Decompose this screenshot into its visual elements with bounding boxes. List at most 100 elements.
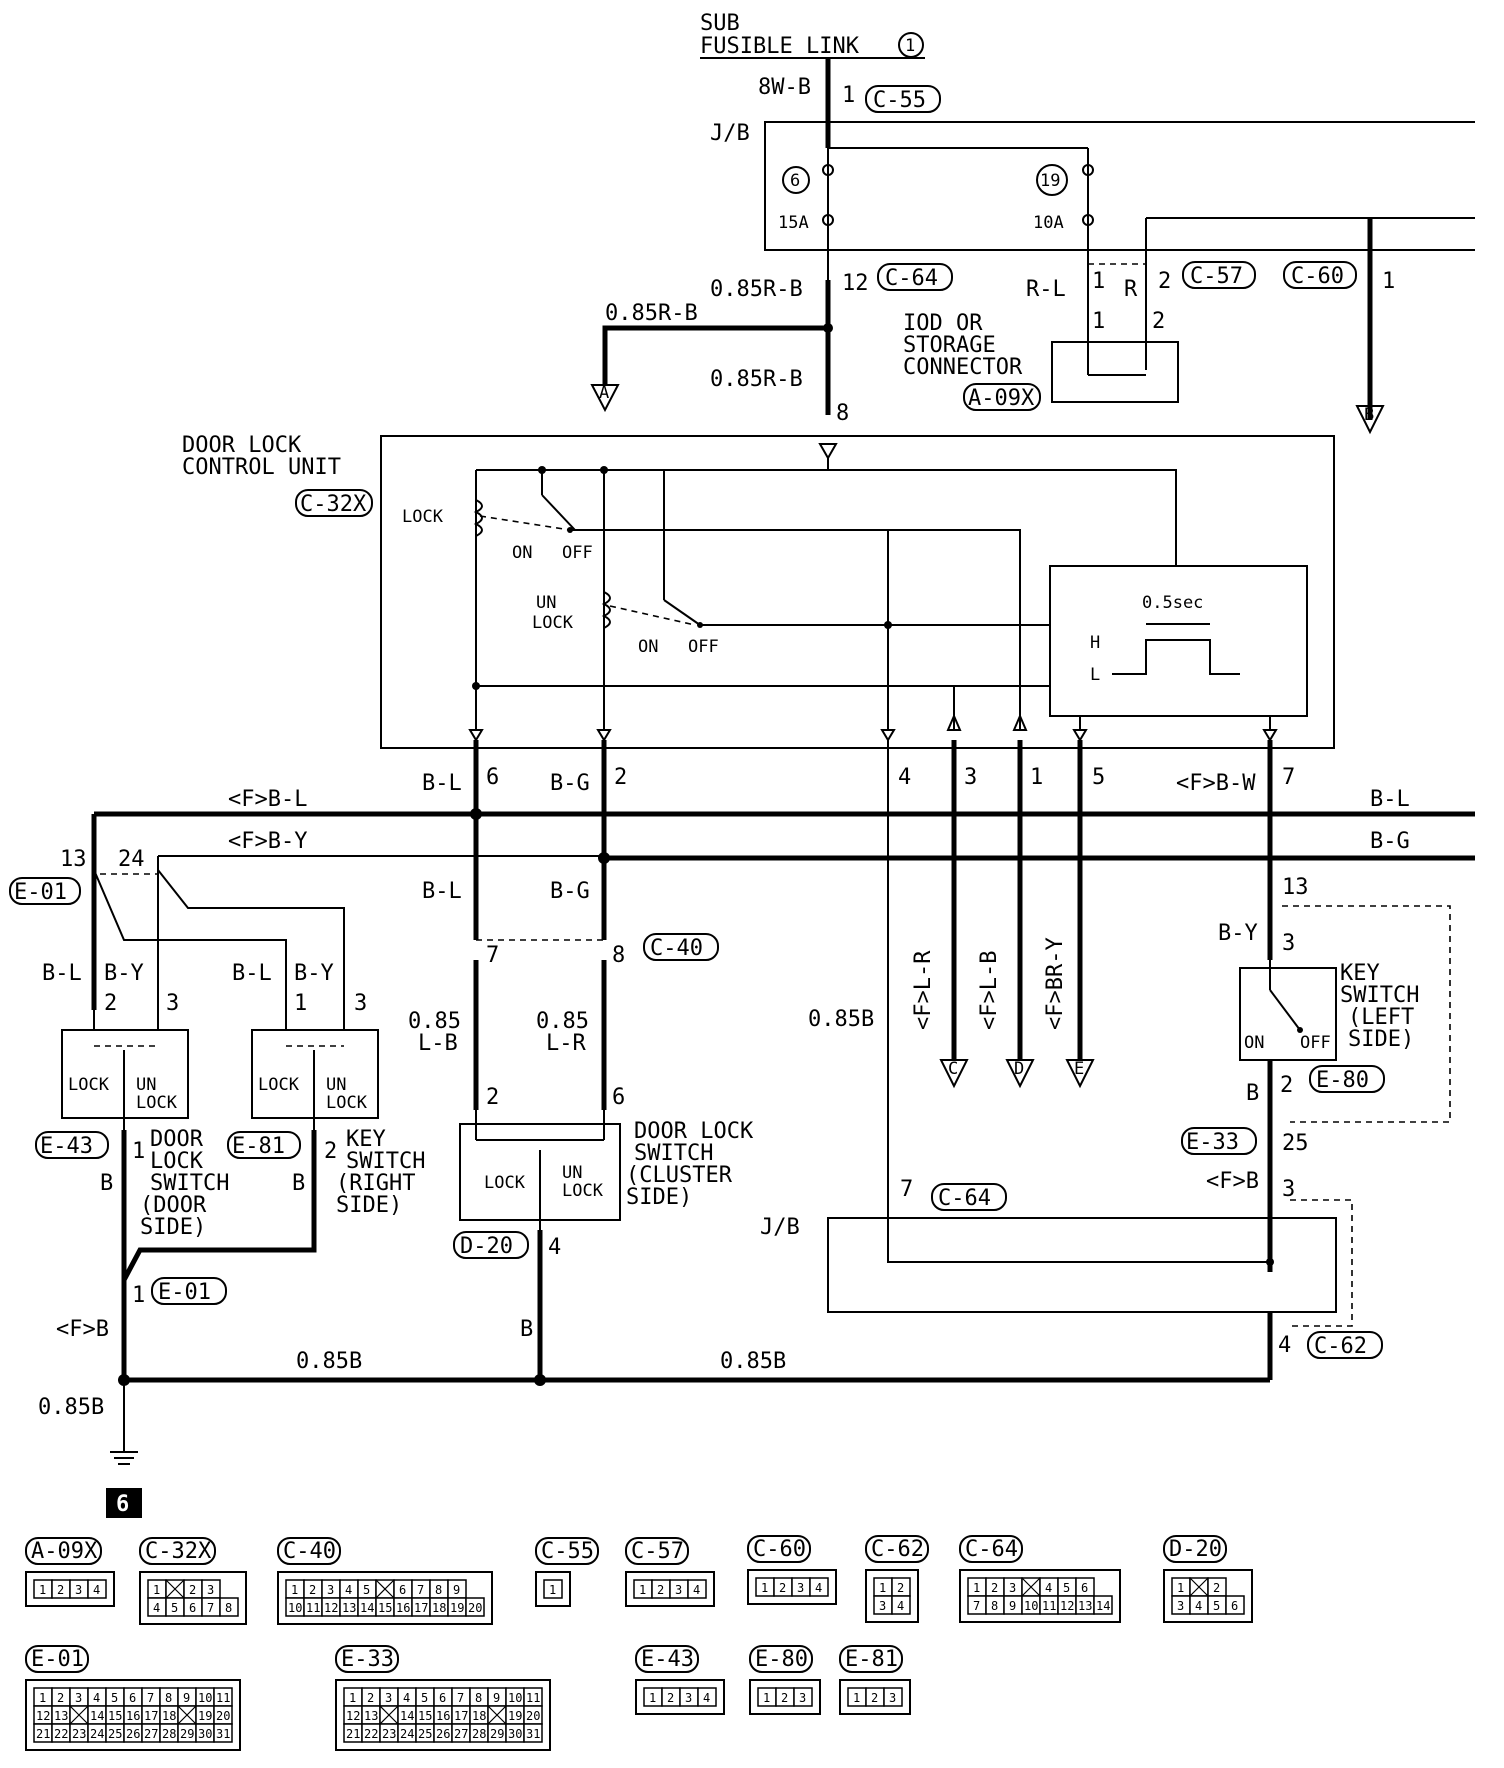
legend-label: C-40 (283, 1539, 336, 1564)
legend-pin-number: 1 (1177, 1581, 1184, 1595)
wire-label-085rb-c: 0.85R-B (710, 367, 803, 392)
wire-label-bg-b: B-G (550, 879, 590, 904)
ksl-label-1: KEY (1340, 961, 1380, 986)
sw-cluster-un: UN (562, 1163, 582, 1183)
legend-pin-number: 18 (162, 1709, 176, 1723)
legend-pin-number: 11 (526, 1691, 540, 1705)
sw-door-lock: LOCK (68, 1075, 110, 1095)
wire-label-bl-b: B-L (422, 879, 462, 904)
legend-connector-c-55: C-551 (535, 1537, 599, 1607)
legend-pin-number: 28 (162, 1727, 176, 1741)
legend-pin-number: 8 (475, 1691, 482, 1705)
pin-c64-7: 7 (900, 1177, 913, 1202)
pin-c40-7: 7 (486, 943, 499, 968)
terminal-b: B (1364, 405, 1374, 425)
legend-pin-number: 24 (90, 1727, 104, 1741)
ksl-label-2: SWITCH (1340, 983, 1419, 1008)
legend-pin-cell (687, 1579, 707, 1599)
legend-pin-cell (891, 1595, 911, 1615)
pin-e01-1: 1 (132, 1283, 145, 1308)
legend-pin-number: 3 (327, 1583, 334, 1597)
legend-pin-number: 1 (853, 1691, 860, 1705)
fuse-6-number: 6 (790, 171, 800, 191)
legend-pin-number: 4 (693, 1583, 700, 1597)
legend-pin-number: 10 (288, 1601, 302, 1615)
legend-pin-number: 2 (667, 1691, 674, 1705)
sw-right-unlock: LOCK (326, 1093, 368, 1113)
legend-label: C-60 (753, 1537, 806, 1562)
legend-pin-number: 4 (93, 1583, 100, 1597)
legend-pin-number: 31 (216, 1727, 230, 1741)
legend-pin-number: 4 (345, 1583, 352, 1597)
legend-label: E-80 (755, 1647, 808, 1672)
legend-pin-number: 3 (1009, 1581, 1016, 1595)
legend-pin-number: 8 (991, 1599, 998, 1613)
sw-door-unlock: LOCK (136, 1093, 178, 1113)
legend-pin-number: 1 (39, 1583, 46, 1597)
relay-unlock-on: ON (638, 637, 658, 657)
wire-label-085b-right: 0.85B (720, 1349, 786, 1374)
sw-right-lock: LOCK (258, 1075, 300, 1095)
wire-label-lr-2: L-R (546, 1031, 586, 1056)
dlcu-label-1: DOOR LOCK (182, 433, 302, 458)
legend-pin-number: 12 (324, 1601, 338, 1615)
legend-pin-cell (543, 1579, 563, 1599)
pin-c55-1: 1 (842, 83, 855, 108)
wire-label-by-c: B-Y (104, 961, 144, 986)
pin-iod-2: 2 (1152, 309, 1165, 334)
pin-e81-1: 1 (294, 991, 307, 1016)
wire-label-b-cluster: B (520, 1317, 533, 1342)
legend-pin-number: 1 (349, 1691, 356, 1705)
pin-e43-1: 1 (132, 1139, 145, 1164)
legend-pin-cell (697, 1687, 717, 1707)
terminal-d-arrow (1005, 1059, 1035, 1089)
legend-pin-number: 12 (346, 1709, 360, 1723)
legend-pin-number: 1 (649, 1691, 656, 1705)
legend-pin-number: 7 (457, 1691, 464, 1705)
connector-tag-e81: E-81 (232, 1134, 285, 1159)
legend-pin-number: 11 (306, 1601, 320, 1615)
legend-pin-number: 16 (126, 1709, 140, 1723)
sw-cluster-unlock: LOCK (562, 1181, 604, 1201)
pin-13: 13 (60, 847, 87, 872)
pin-7: 7 (1282, 765, 1295, 790)
terminal-c: C (948, 1059, 958, 1079)
iod-label-2: STORAGE (903, 333, 996, 358)
timer-pulse (1112, 639, 1240, 675)
wire-label-flb: <F>L-B (977, 951, 1002, 1030)
pin-e80-3: 3 (1282, 931, 1295, 956)
legend-pin-number: 6 (1081, 1581, 1088, 1595)
ksl-label-4: SIDE) (1348, 1027, 1414, 1052)
legend-pin-cell (523, 1723, 543, 1743)
legend-pin-number: 4 (1045, 1581, 1052, 1595)
timer-h: H (1090, 633, 1100, 653)
legend-pin-number: 1 (973, 1581, 980, 1595)
wire-label-8wb: 8W-B (758, 75, 811, 100)
terminal-b-arrow (1355, 405, 1385, 435)
pin-iod-1: 1 (1092, 309, 1105, 334)
legend-pin-number: 15 (378, 1601, 392, 1615)
legend-pin-number: 5 (111, 1691, 118, 1705)
wire-label-flr: <F>L-R (911, 950, 936, 1030)
pin-1: 1 (1030, 765, 1043, 790)
legend-pin-number: 14 (400, 1709, 414, 1723)
wire-label-085rb-b: 0.85R-B (605, 301, 698, 326)
ksl-off: OFF (1300, 1033, 1331, 1053)
legend-pin-number: 4 (897, 1599, 904, 1613)
fuse-6-circle (782, 166, 810, 194)
dls-label-2: LOCK (150, 1149, 204, 1174)
connector-tag-e01-top: E-01 (14, 880, 67, 905)
ground-number: 6 (116, 1492, 129, 1517)
pin-2: 2 (614, 765, 627, 790)
legend-pin-number: 23 (382, 1727, 396, 1741)
legend-pin-cell (883, 1687, 903, 1707)
wire-label-lb-1: 0.85 (408, 1009, 461, 1034)
pin-24: 24 (118, 847, 145, 872)
legend-pin-number: 3 (797, 1581, 804, 1595)
relay-lock-on: ON (512, 543, 532, 563)
legend-pin-number: 3 (889, 1691, 896, 1705)
